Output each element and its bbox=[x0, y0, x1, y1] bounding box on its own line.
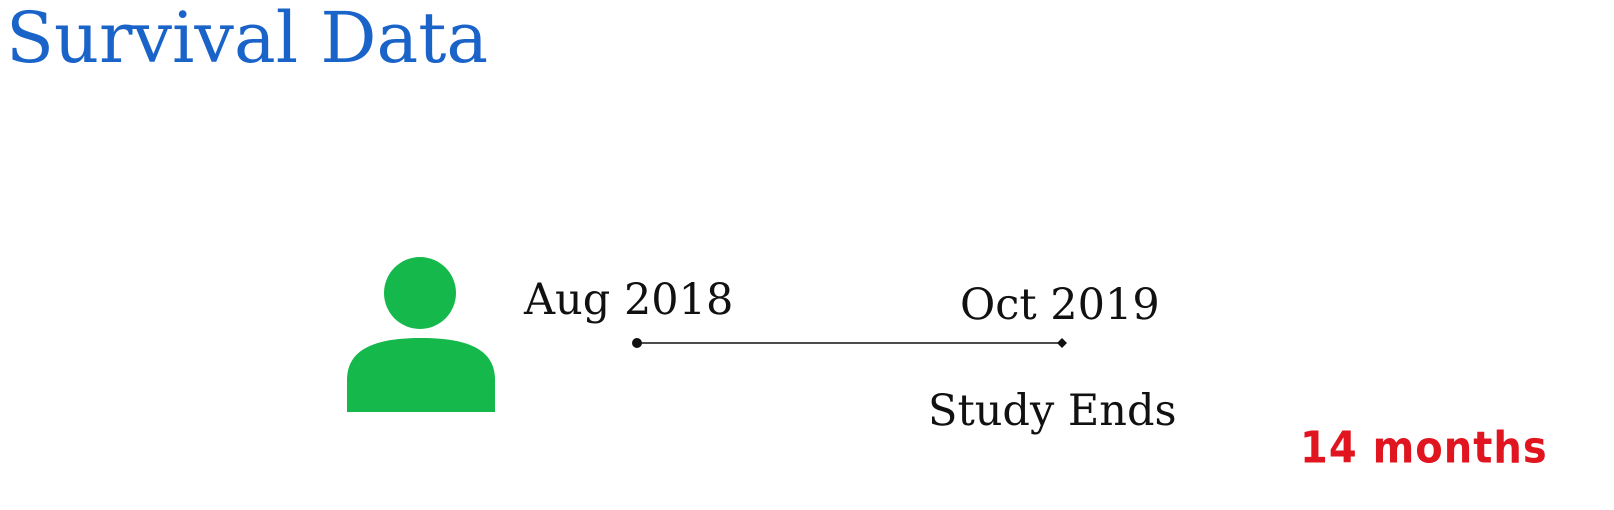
handwritten-annotation: 14 months bbox=[1300, 422, 1548, 474]
start-date-label: Aug 2018 bbox=[524, 275, 734, 325]
slide-title: Survival Data bbox=[6, 0, 489, 79]
study-ends-label: Study Ends bbox=[928, 386, 1177, 436]
end-date-label: Oct 2019 bbox=[960, 280, 1160, 330]
person-head bbox=[384, 257, 456, 329]
start-dot bbox=[632, 338, 642, 348]
person-icon bbox=[347, 257, 495, 412]
person-body bbox=[347, 338, 495, 412]
timeline bbox=[632, 338, 1067, 348]
end-diamond bbox=[1057, 338, 1067, 348]
